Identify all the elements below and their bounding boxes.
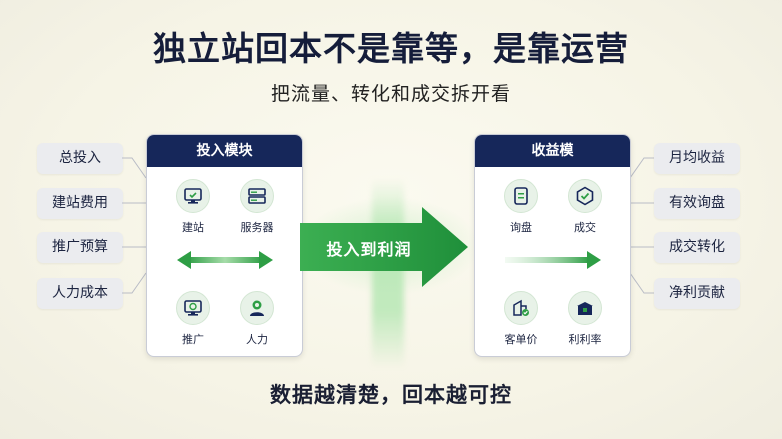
center-glow-vertical [372, 178, 404, 368]
building-check-icon [504, 291, 538, 325]
right-pill-monthly-revenue: 月均收益 [654, 143, 740, 174]
output-item-deal: 成交 [555, 179, 615, 235]
right-pill-net-profit: 净利贡献 [654, 278, 740, 309]
left-pill-build-cost: 建站费用 [37, 188, 123, 219]
output-item-profit-rate-label: 利利率 [568, 333, 602, 346]
input-item-server: 服务器 [227, 179, 287, 235]
server-icon [240, 179, 274, 213]
output-item-deal-label: 成交 [574, 221, 596, 234]
right-connectors [629, 157, 654, 294]
double-arrow-icon [177, 251, 273, 269]
right-pill-deal-conversion: 成交转化 [654, 232, 740, 263]
left-pill-labor-cost: 人力成本 [37, 278, 123, 309]
center-arrow-label: 投入到利润 [326, 240, 412, 259]
right-arrow-icon [505, 251, 601, 269]
footer-text: 数据越清楚，回本越可控 [270, 383, 512, 407]
output-item-inquiry: 询盘 [491, 179, 551, 235]
output-module-card: 收益模 询盘 成交 [474, 134, 631, 357]
person-icon [240, 291, 274, 325]
input-item-labor-label: 人力 [246, 333, 268, 346]
promo-monitor-icon [176, 291, 210, 325]
input-item-server-label: 服务器 [240, 221, 274, 234]
input-item-build: 建站 [163, 179, 223, 235]
subtitle: 把流量、转化和成交拆开看 [270, 83, 511, 105]
input-item-promo: 推广 [163, 291, 223, 347]
output-item-unit-price-label: 客单价 [504, 333, 538, 346]
output-item-profit-rate: 利利率 [555, 291, 615, 347]
output-module-title: 收益模 [475, 135, 630, 167]
output-item-inquiry-label: 询盘 [510, 221, 532, 234]
output-item-unit-price: 客单价 [491, 291, 551, 347]
input-module-title: 投入模块 [147, 135, 302, 167]
monitor-icon [176, 179, 210, 213]
input-item-promo-label: 推广 [182, 333, 204, 346]
left-connectors [122, 157, 147, 294]
left-pill-promo-budget: 推广预算 [37, 232, 123, 263]
chest-icon [568, 291, 602, 325]
left-pill-total-input: 总投入 [37, 143, 123, 174]
right-pill-valid-inquiries: 有效询盘 [654, 188, 740, 219]
center-arrow-icon [300, 207, 468, 287]
input-module-card: 投入模块 建站 服务器 [146, 134, 303, 357]
input-item-labor: 人力 [227, 291, 287, 347]
main-title: 独立站回本不是靠等，是靠运营 [153, 29, 629, 68]
input-item-build-label: 建站 [182, 221, 204, 234]
document-icon [504, 179, 538, 213]
check-shield-icon [568, 179, 602, 213]
